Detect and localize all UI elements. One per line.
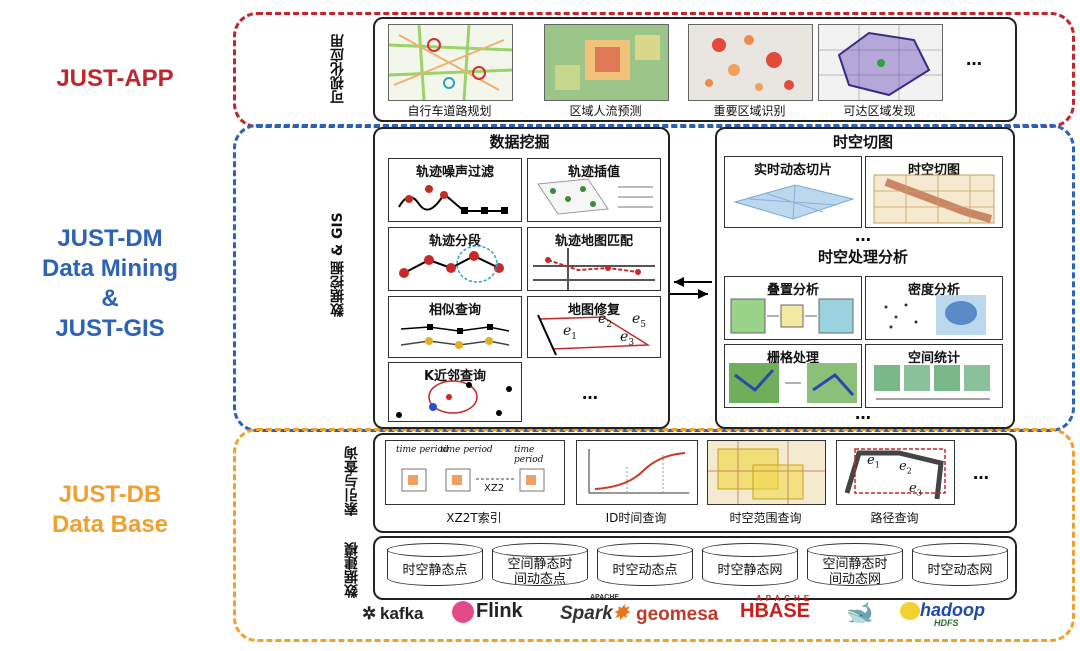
key-area-map-thumb bbox=[688, 24, 813, 101]
id-time-query-thumb bbox=[576, 440, 698, 505]
spatial-statistics-box: 空间统计 bbox=[865, 344, 1003, 408]
similar-query-title: 相似查询 bbox=[428, 303, 481, 318]
app-item-caption-3: 重要区域识别 bbox=[713, 104, 786, 118]
dm-label-line4: JUST-GIS bbox=[55, 315, 165, 342]
storage-model-label: 空间静态时间动态点 bbox=[507, 557, 573, 587]
overlay-analysis-title: 叠置分析 bbox=[766, 283, 819, 298]
storage-model-label: 时空静态网 bbox=[717, 563, 783, 578]
index-caption-4: 路径查询 bbox=[870, 511, 919, 525]
storage-model-5: 空间静态时间动态网 bbox=[807, 543, 903, 589]
path-e3: e3 bbox=[909, 481, 922, 498]
spark-star-icon: ✸ bbox=[612, 603, 629, 624]
tiling-more-ellipsis: … bbox=[855, 226, 871, 245]
app-item-caption-2: 区域人流预测 bbox=[569, 104, 642, 118]
time-period-label-3: time period bbox=[514, 445, 544, 465]
hbase-orca-logo: 🐋 bbox=[846, 600, 873, 626]
map-repair-box: 地图修复 e1 e2 e5 e3 bbox=[527, 296, 661, 358]
flink-squirrel-icon bbox=[452, 600, 474, 623]
dm-label-line1: JUST-DM bbox=[57, 225, 163, 252]
bike-road-map-thumb bbox=[388, 24, 513, 101]
path-e1: e1 bbox=[867, 453, 880, 470]
knn-query-title: K近邻查询 bbox=[423, 369, 487, 384]
noise-filter-title: 轨迹噪声过滤 bbox=[415, 165, 494, 180]
storage-model-4: 时空静态网 bbox=[702, 543, 798, 589]
app-item-caption-1: 自行车道路规划 bbox=[407, 104, 492, 118]
dm-label-line2: Data Mining bbox=[42, 255, 178, 282]
db-label-line1: JUST-DB bbox=[58, 481, 162, 508]
index-vertical-label: 索引与查询 bbox=[344, 446, 360, 516]
xz2-inner-label: XZ2 bbox=[484, 483, 505, 494]
time-period-label-1: time period bbox=[396, 445, 449, 455]
st-tile-box: 时空切图 bbox=[865, 156, 1003, 228]
noise-filter-box: 轨迹噪声过滤 bbox=[388, 158, 522, 222]
analysis-title: 时空处理分析 bbox=[817, 248, 908, 266]
map-repair-e1: e1 bbox=[563, 323, 578, 342]
db-layer-outline bbox=[233, 428, 1075, 642]
realtime-tile-title: 实时动态切片 bbox=[753, 163, 832, 178]
mining-title: 数据挖掘 bbox=[489, 133, 550, 151]
interpolation-box: 轨迹插值 bbox=[527, 158, 661, 222]
realtime-tile-box: 实时动态切片 bbox=[724, 156, 862, 228]
crowd-heatmap-thumb bbox=[544, 24, 669, 101]
index-caption-3: 时空范围查询 bbox=[729, 511, 802, 525]
db-label-line2: Data Base bbox=[51, 511, 169, 538]
app-item-caption-4: 可达区域发现 bbox=[843, 104, 916, 118]
path-e2: e2 bbox=[899, 459, 912, 476]
kafka-logo: ✲kafka bbox=[362, 604, 424, 623]
storage-model-label: 时空动态点 bbox=[612, 563, 678, 578]
model-vertical-label: 数据建模 bbox=[344, 542, 360, 598]
app-layer-label: JUST-APP bbox=[56, 65, 174, 92]
db-layer-label: JUST-DB Data Base bbox=[10, 480, 210, 540]
segmentation-title: 轨迹分段 bbox=[428, 234, 481, 249]
storage-model-label: 空间静态时间动态网 bbox=[822, 557, 888, 587]
interpolation-title: 轨迹插值 bbox=[567, 165, 620, 180]
index-caption-2: ID时间查询 bbox=[605, 511, 667, 525]
map-repair-e3: e3 bbox=[620, 329, 635, 348]
path-query-thumb: e1 e2 e3 bbox=[836, 440, 955, 505]
density-analysis-box: 密度分析 bbox=[865, 276, 1003, 340]
index-more-ellipsis: … bbox=[973, 464, 989, 483]
analysis-more-ellipsis: … bbox=[855, 404, 871, 423]
tiling-title: 时空切图 bbox=[832, 133, 893, 151]
st-range-query-thumb bbox=[707, 440, 826, 505]
storage-model-2: 空间静态时间动态点 bbox=[492, 543, 588, 589]
storage-model-label: 时空静态点 bbox=[402, 563, 468, 578]
similar-query-box: 相似查询 bbox=[388, 296, 522, 358]
app-more-ellipsis: … bbox=[966, 50, 982, 69]
map-repair-e2: e2 bbox=[598, 311, 613, 330]
orca-icon: 🐋 bbox=[846, 600, 874, 625]
st-tile-title: 时空切图 bbox=[907, 163, 960, 178]
dm-label-line3: & bbox=[101, 285, 119, 312]
overlay-analysis-box: 叠置分析 bbox=[724, 276, 862, 340]
elephant-icon bbox=[900, 602, 920, 621]
dm-vertical-label: 数据挖掘 & GIS bbox=[330, 212, 346, 318]
map-matching-box: 轨迹地图匹配 bbox=[527, 227, 661, 291]
storage-model-label: 时空动态网 bbox=[927, 563, 993, 578]
time-period-label-2: time period bbox=[440, 445, 493, 455]
flink-logo: Flink bbox=[452, 600, 523, 623]
raster-processing-box: 栅格处理 bbox=[724, 344, 862, 408]
storage-model-1: 时空静态点 bbox=[387, 543, 483, 589]
index-caption-1: XZ2T索引 bbox=[446, 511, 502, 525]
density-analysis-title: 密度分析 bbox=[907, 283, 960, 298]
geomesa-logo: geomesa bbox=[636, 604, 719, 625]
mining-more-ellipsis: … bbox=[582, 384, 598, 403]
map-repair-title: 地图修复 bbox=[567, 303, 620, 318]
spatial-statistics-title: 空间统计 bbox=[907, 351, 960, 366]
raster-processing-title: 栅格处理 bbox=[766, 351, 819, 366]
segmentation-box: 轨迹分段 bbox=[388, 227, 522, 291]
dm-layer-label: JUST-DM Data Mining & JUST-GIS bbox=[10, 224, 210, 344]
storage-model-3: 时空动态点 bbox=[597, 543, 693, 589]
knn-query-box: K近邻查询 bbox=[388, 362, 522, 422]
map-repair-e5: e5 bbox=[632, 311, 647, 330]
storage-model-6: 时空动态网 bbox=[912, 543, 1008, 589]
map-matching-title: 轨迹地图匹配 bbox=[554, 234, 633, 249]
hadoop-logo: hadoop HDFS bbox=[900, 600, 985, 628]
app-vertical-label: 可视化应用 bbox=[330, 34, 346, 104]
xz2t-index-thumb: time period time period time period XZ2 bbox=[385, 440, 565, 505]
reachable-area-map-thumb bbox=[818, 24, 943, 101]
kafka-icon: ✲ bbox=[362, 604, 377, 623]
